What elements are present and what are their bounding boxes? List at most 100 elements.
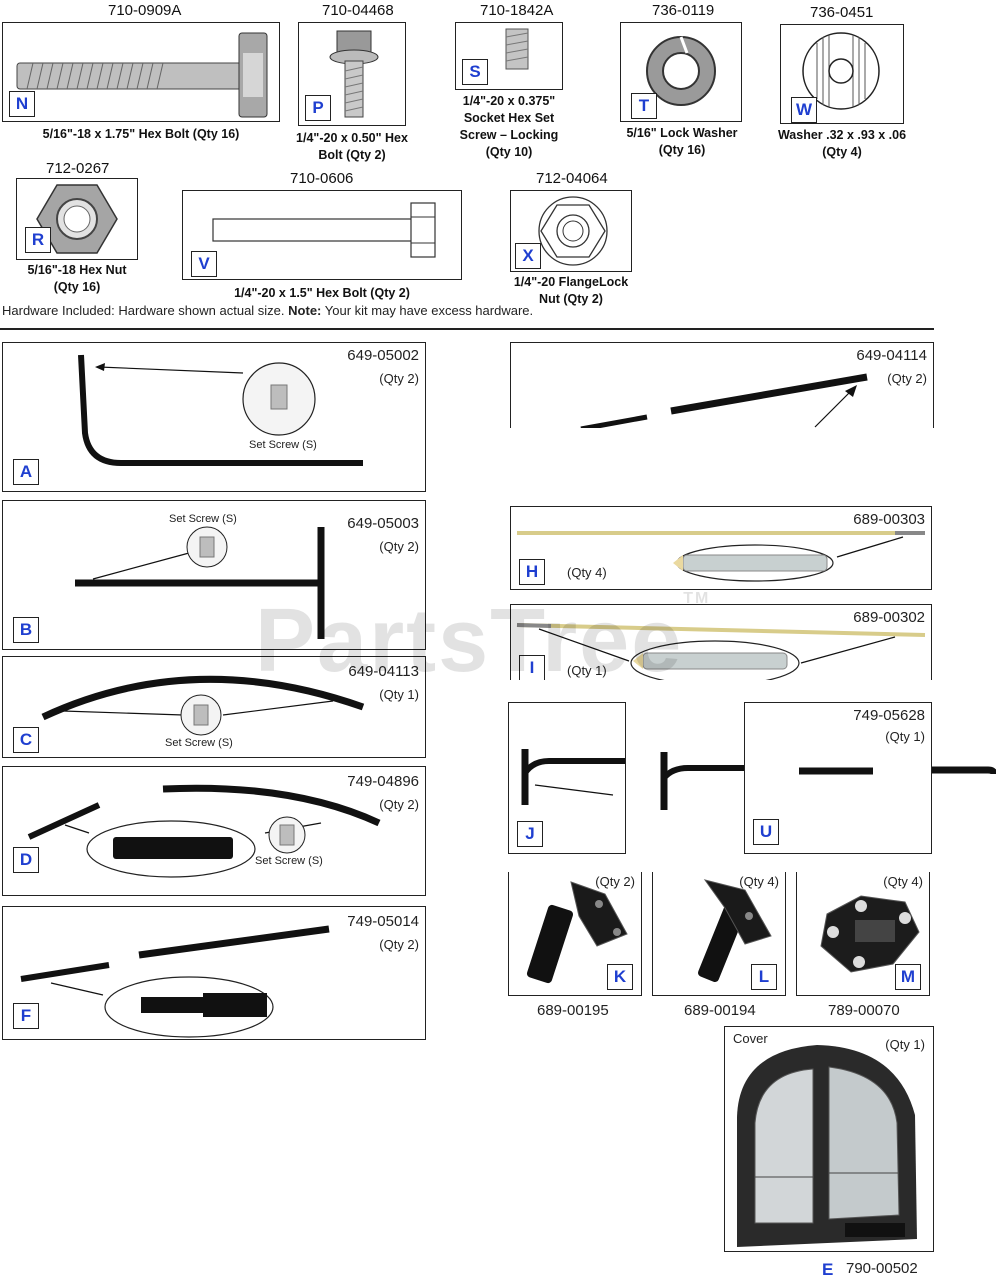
set-screw-label: Set Screw (S): [165, 737, 233, 749]
curved-tube-D-illustration: [27, 784, 381, 878]
part-qty-E: (Qty 1): [885, 1037, 925, 1052]
caption-line: Bolt (Qty 2): [318, 148, 386, 162]
part-card-G: 649-04114 (Qty 2): [510, 342, 934, 428]
part-card-I: 689-00302 (Qty 1) I: [510, 604, 932, 680]
set-screw-label: Set Screw (S): [169, 513, 237, 525]
t-tube-duplicate-illustration: [660, 752, 746, 810]
note-bold: Note:: [288, 303, 322, 318]
hardware-card-X: X: [510, 190, 632, 272]
part-qty-C: (Qty 1): [379, 687, 419, 702]
straight-tube-F-illustration: [20, 925, 330, 1038]
part-card-M: (Qty 4) M: [796, 872, 930, 996]
callout-letter-D: D: [13, 847, 39, 873]
part-number-V: 710-0606: [290, 170, 354, 187]
callout-letter-X: X: [515, 243, 541, 269]
part-card-A: 649-05002 (Qty 2) Set Screw (S) A: [2, 342, 426, 492]
hardware-card-N: N: [2, 22, 280, 122]
set-screw-label: Set Screw (S): [255, 855, 323, 867]
lock-washer-illustration: [646, 36, 716, 106]
part-card-D: Set Screw (S) 749-04896 (Qty 2) D: [2, 766, 426, 896]
part-card-C: Set Screw (S) 649-04113 (Qty 1) C: [2, 656, 426, 758]
part-card-U: 749-05628 (Qty 1) U: [744, 702, 932, 854]
hex-bolt-illustration: [16, 32, 268, 118]
part-qty-I: (Qty 1): [567, 663, 607, 678]
watermark-tm: TM: [683, 590, 711, 607]
cover-cab-illustration: [737, 1045, 917, 1247]
part-card-F: 749-05014 (Qty 2) F: [2, 906, 426, 1040]
part-qty-G: (Qty 2): [887, 371, 927, 386]
note-rest: Your kit may have excess hardware.: [324, 303, 534, 318]
hardware-card-V: V: [182, 190, 462, 280]
part-number-B: 649-05003: [347, 515, 419, 532]
part-qty-U: (Qty 1): [885, 729, 925, 744]
part-number-E: 790-00502: [846, 1260, 918, 1277]
t-tube-J-illustration: [521, 749, 625, 805]
set-screw-illustration: [505, 28, 529, 70]
set-screw-label: Set Screw (S): [249, 439, 317, 451]
hardware-caption-W: Washer .32 x .93 x .06 (Qty 4): [772, 127, 912, 161]
callout-letter-W: W: [791, 97, 817, 123]
part-number-M: 789-00070: [828, 1002, 900, 1019]
part-number-A: 649-05002: [347, 347, 419, 364]
callout-letter-A: A: [13, 459, 39, 485]
part-qty-M: (Qty 4): [883, 874, 923, 889]
callout-letter-V: V: [191, 251, 217, 277]
caption-line: (Qty 10): [485, 145, 533, 159]
callout-letter-L: L: [751, 964, 777, 990]
callout-letter-J: J: [517, 821, 543, 847]
caption-line: (Qty 4): [822, 145, 862, 159]
part-number-I: 689-00302: [853, 609, 925, 626]
callout-letter-I: I: [519, 655, 545, 680]
hex-nut-illustration: [36, 184, 118, 254]
part-qty-A: (Qty 2): [379, 371, 419, 386]
part-number-G: 649-04114: [856, 347, 927, 364]
callout-letter-S: S: [462, 59, 488, 85]
callout-letter-M: M: [895, 964, 921, 990]
flange-bolt-illustration: [329, 30, 379, 118]
caption-line: Screw – Locking: [459, 128, 559, 142]
hardware-caption-R: 5/16"-18 Hex Nut (Qty 16): [4, 262, 150, 296]
callout-letter-T: T: [631, 93, 657, 119]
part-card-L: (Qty 4) L: [652, 872, 786, 996]
hardware-caption-X: 1/4"-20 FlangeLock Nut (Qty 2): [496, 274, 646, 308]
part-qty-F: (Qty 2): [379, 937, 419, 952]
callout-letter-U: U: [753, 819, 779, 845]
hardware-caption-N: 5/16"-18 x 1.75" Hex Bolt (Qty 16): [42, 127, 240, 141]
callout-letter-E: E: [822, 1260, 834, 1279]
part-qty-B: (Qty 2): [379, 539, 419, 554]
caption-line: 5/16"-18 Hex Nut: [27, 263, 127, 277]
part-number-W: 736-0451: [810, 4, 874, 21]
fiberglass-rod-H-illustration: [517, 531, 925, 582]
part-card-H: 689-00303 (Qty 4) H: [510, 506, 932, 590]
part-qty-L: (Qty 4): [739, 874, 779, 889]
part-number-R: 712-0267: [46, 160, 110, 177]
part-qty-D: (Qty 2): [379, 797, 419, 812]
callout-letter-F: F: [13, 1003, 39, 1029]
hardware-card-W: W: [780, 24, 904, 124]
plate-M-illustration: [820, 895, 920, 973]
callout-letter-C: C: [13, 727, 39, 753]
part-card-B: Set Screw (S) 649-05003 (Qty 2) B: [2, 500, 426, 650]
hardware-caption-T: 5/16" Lock Washer (Qty 16): [612, 125, 752, 159]
part-number-X: 712-04064: [536, 170, 608, 187]
bracket-K-illustration: [526, 881, 628, 984]
cover-label: Cover: [733, 1031, 768, 1046]
flat-washer-illustration: [802, 32, 880, 110]
part-number-C: 649-04113: [348, 663, 419, 680]
watermark: PartsTreeTM: [255, 590, 710, 693]
hardware-card-S: S: [455, 22, 563, 90]
part-number-D: 749-04896: [347, 773, 419, 790]
straight-tube-U-illustration: [799, 767, 873, 775]
caption-line: 5/16" Lock Washer: [626, 126, 738, 140]
part-number-L: 689-00194: [684, 1002, 756, 1019]
caption-line: (Qty 16): [53, 280, 101, 294]
part-card-K: (Qty 2) K: [508, 872, 642, 996]
hardware-note: Hardware Included: Hardware shown actual…: [2, 303, 533, 318]
frame-tube-A-illustration: [78, 354, 363, 466]
callout-letter-N: N: [9, 91, 35, 117]
straight-tube-G-illustration: [580, 373, 868, 428]
part-number-F: 749-05014: [347, 913, 419, 930]
callout-letter-H: H: [519, 559, 545, 585]
watermark-text: PartsTree: [255, 591, 684, 691]
hardware-card-T: T: [620, 22, 742, 122]
